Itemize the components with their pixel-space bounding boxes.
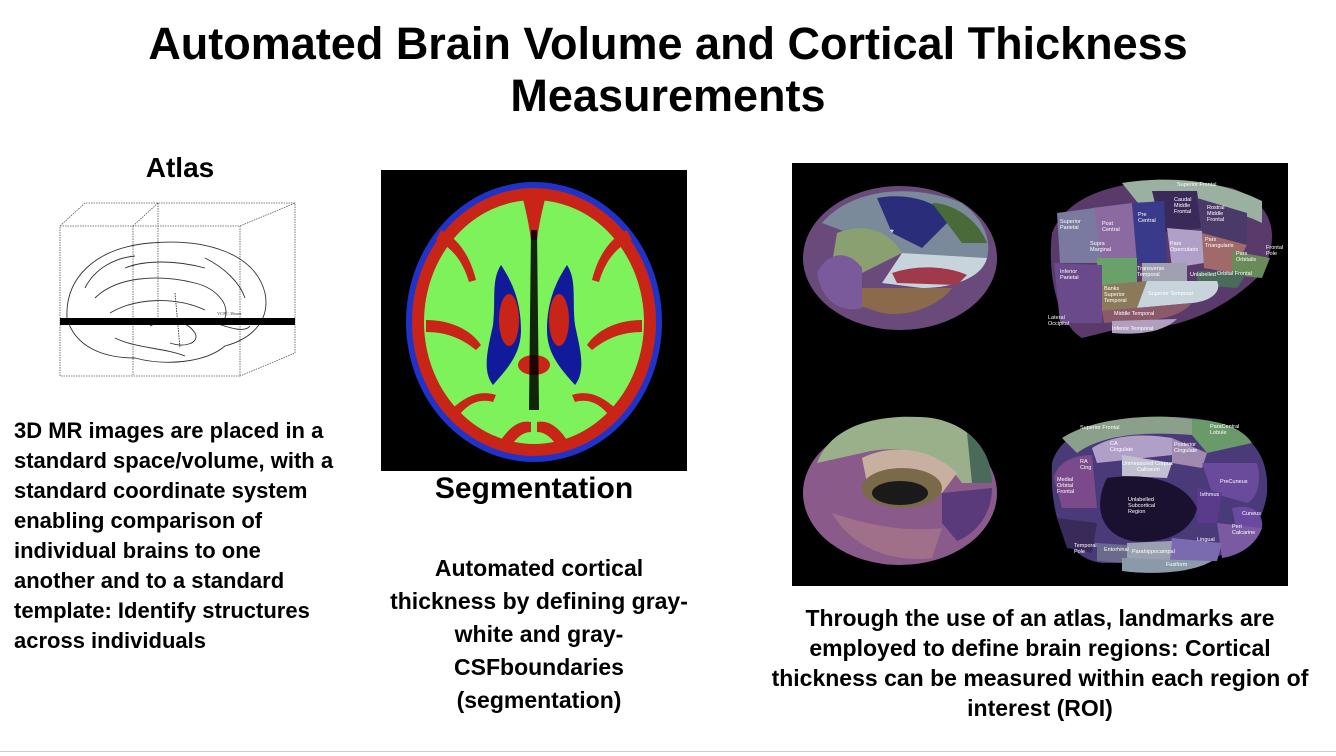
svg-text:Unmeasured Corpus: Unmeasured Corpus	[1122, 461, 1173, 467]
svg-text:Orbitalis: Orbitalis	[1236, 257, 1256, 263]
atlas-heading: Atlas	[145, 152, 215, 183]
svg-text:Marginal: Marginal	[1090, 247, 1111, 253]
svg-text:Frontal: Frontal	[1266, 245, 1283, 251]
title-line-2: Measurements	[510, 70, 826, 121]
svg-text:Central: Central	[1102, 227, 1120, 233]
svg-text:Rostral: Rostral	[1207, 205, 1224, 211]
svg-text:Cingulate: Cingulate	[1174, 448, 1197, 454]
svg-text:Superior Temporal: Superior Temporal	[1148, 291, 1193, 297]
svg-text:RA: RA	[1080, 459, 1088, 465]
svg-text:Lobule: Lobule	[1210, 430, 1227, 436]
svg-text:*: *	[890, 228, 894, 239]
svg-text:Superior: Superior	[1060, 219, 1081, 225]
svg-text:Superior: Superior	[1104, 292, 1125, 298]
svg-text:Isthmus: Isthmus	[1200, 492, 1220, 498]
svg-text:Frontal: Frontal	[1207, 217, 1224, 223]
svg-text:Caudal: Caudal	[1174, 197, 1191, 203]
svg-text:Transverse: Transverse	[1137, 266, 1164, 272]
svg-text:Pars: Pars	[1170, 241, 1182, 247]
svg-text:Pars: Pars	[1236, 251, 1248, 257]
svg-text:Subcortical: Subcortical	[1128, 503, 1155, 509]
svg-text:Cing: Cing	[1080, 465, 1091, 471]
svg-text:Frontal: Frontal	[1057, 489, 1074, 495]
svg-text:Central: Central	[1138, 218, 1156, 224]
svg-text:Pole: Pole	[1266, 251, 1277, 257]
svg-text:Lateral: Lateral	[1048, 315, 1065, 321]
svg-text:Cingulate: Cingulate	[1110, 447, 1133, 453]
svg-text:PreCuneus: PreCuneus	[1220, 479, 1248, 485]
svg-text:Triangularis: Triangularis	[1205, 243, 1234, 249]
atlas-cube-figure: VCPC 30mm	[59, 202, 296, 377]
segmentation-brain-image	[381, 170, 687, 471]
lateral-brain-render: *	[803, 186, 997, 330]
svg-text:Posterior: Posterior	[1174, 442, 1196, 448]
svg-text:Banks: Banks	[1104, 286, 1120, 292]
svg-text:Calcarine: Calcarine	[1232, 530, 1255, 536]
svg-text:Occipital: Occipital	[1048, 321, 1069, 327]
svg-text:Middle: Middle	[1174, 203, 1190, 209]
svg-text:Region: Region	[1128, 509, 1145, 515]
atlas-figure-label: VCPC 30mm	[217, 311, 242, 316]
svg-text:Lingual: Lingual	[1197, 537, 1215, 543]
slide-bottom-rule	[0, 751, 1336, 752]
svg-text:Unlabelled: Unlabelled	[1190, 272, 1216, 278]
svg-text:Temporal: Temporal	[1137, 272, 1160, 278]
svg-text:Parietal: Parietal	[1060, 275, 1079, 281]
svg-text:Parietal: Parietal	[1060, 225, 1079, 231]
svg-text:CA: CA	[1110, 441, 1118, 447]
svg-text:Inferior: Inferior	[1060, 269, 1077, 275]
svg-text:Middle Temporal: Middle Temporal	[1114, 311, 1154, 317]
svg-text:Orbital: Orbital	[1057, 483, 1073, 489]
svg-text:Fusiform: Fusiform	[1166, 562, 1188, 568]
svg-text:Post: Post	[1102, 221, 1113, 227]
svg-text:Orbital Frontal: Orbital Frontal	[1217, 271, 1252, 277]
parcellation-description: Through the use of an atlas, landmarks a…	[771, 605, 1309, 721]
svg-text:Inferior Temporal: Inferior Temporal	[1112, 326, 1153, 332]
svg-text:Unlabelled: Unlabelled	[1128, 497, 1154, 503]
svg-text:Superior Frontal: Superior Frontal	[1177, 182, 1216, 188]
svg-text:Superior Frontal: Superior Frontal	[1080, 425, 1119, 431]
medial-brain-render	[803, 416, 997, 565]
segmentation-description: Automated cortical thickness by defining…	[390, 555, 688, 713]
svg-text:Middle: Middle	[1207, 211, 1223, 217]
svg-text:Pre: Pre	[1138, 212, 1147, 218]
svg-text:Opercularis: Opercularis	[1170, 247, 1198, 253]
svg-text:Temporal: Temporal	[1074, 543, 1097, 549]
svg-text:Parahippocampal: Parahippocampal	[1132, 549, 1175, 555]
svg-text:ParaCentral: ParaCentral	[1210, 424, 1239, 430]
segmentation-heading: Segmentation	[434, 472, 634, 505]
svg-text:Callosum: Callosum	[1137, 467, 1160, 473]
svg-text:Cuneus: Cuneus	[1242, 511, 1261, 517]
atlas-description: 3D MR images are placed in a standard sp…	[14, 418, 334, 653]
svg-text:Temporal: Temporal	[1104, 298, 1127, 304]
svg-text:Entorhinal: Entorhinal	[1104, 547, 1129, 553]
svg-text:Medial: Medial	[1057, 477, 1073, 483]
svg-text:Frontal: Frontal	[1174, 209, 1191, 215]
slide-title: Automated Brain Volume and Cortical Thic…	[0, 18, 1336, 122]
svg-text:Pole: Pole	[1074, 549, 1085, 555]
svg-text:Pars: Pars	[1205, 237, 1217, 243]
svg-text:Supra: Supra	[1090, 241, 1106, 247]
svg-text:Peri: Peri	[1232, 524, 1242, 530]
title-line-1: Automated Brain Volume and Cortical Thic…	[148, 18, 1188, 69]
